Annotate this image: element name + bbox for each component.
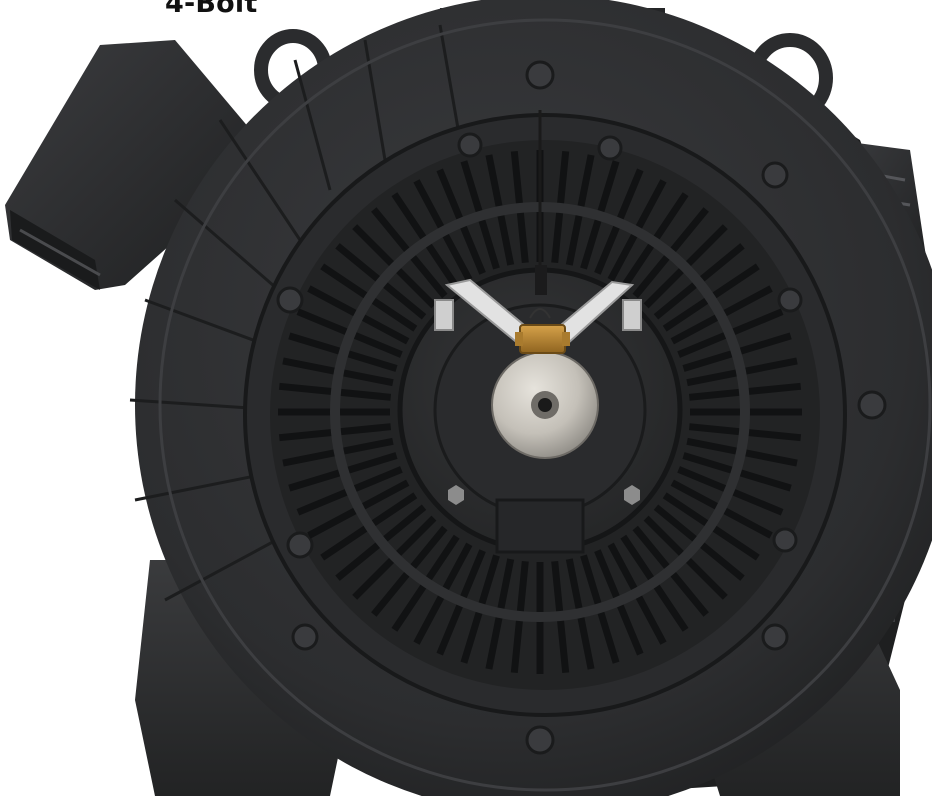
brass-sensor [515,308,570,354]
terminal-box-left [5,40,255,290]
motor-shaft [491,351,599,459]
mount-type-caption: 4-Bolt [165,0,258,19]
fan-grille [278,150,802,674]
